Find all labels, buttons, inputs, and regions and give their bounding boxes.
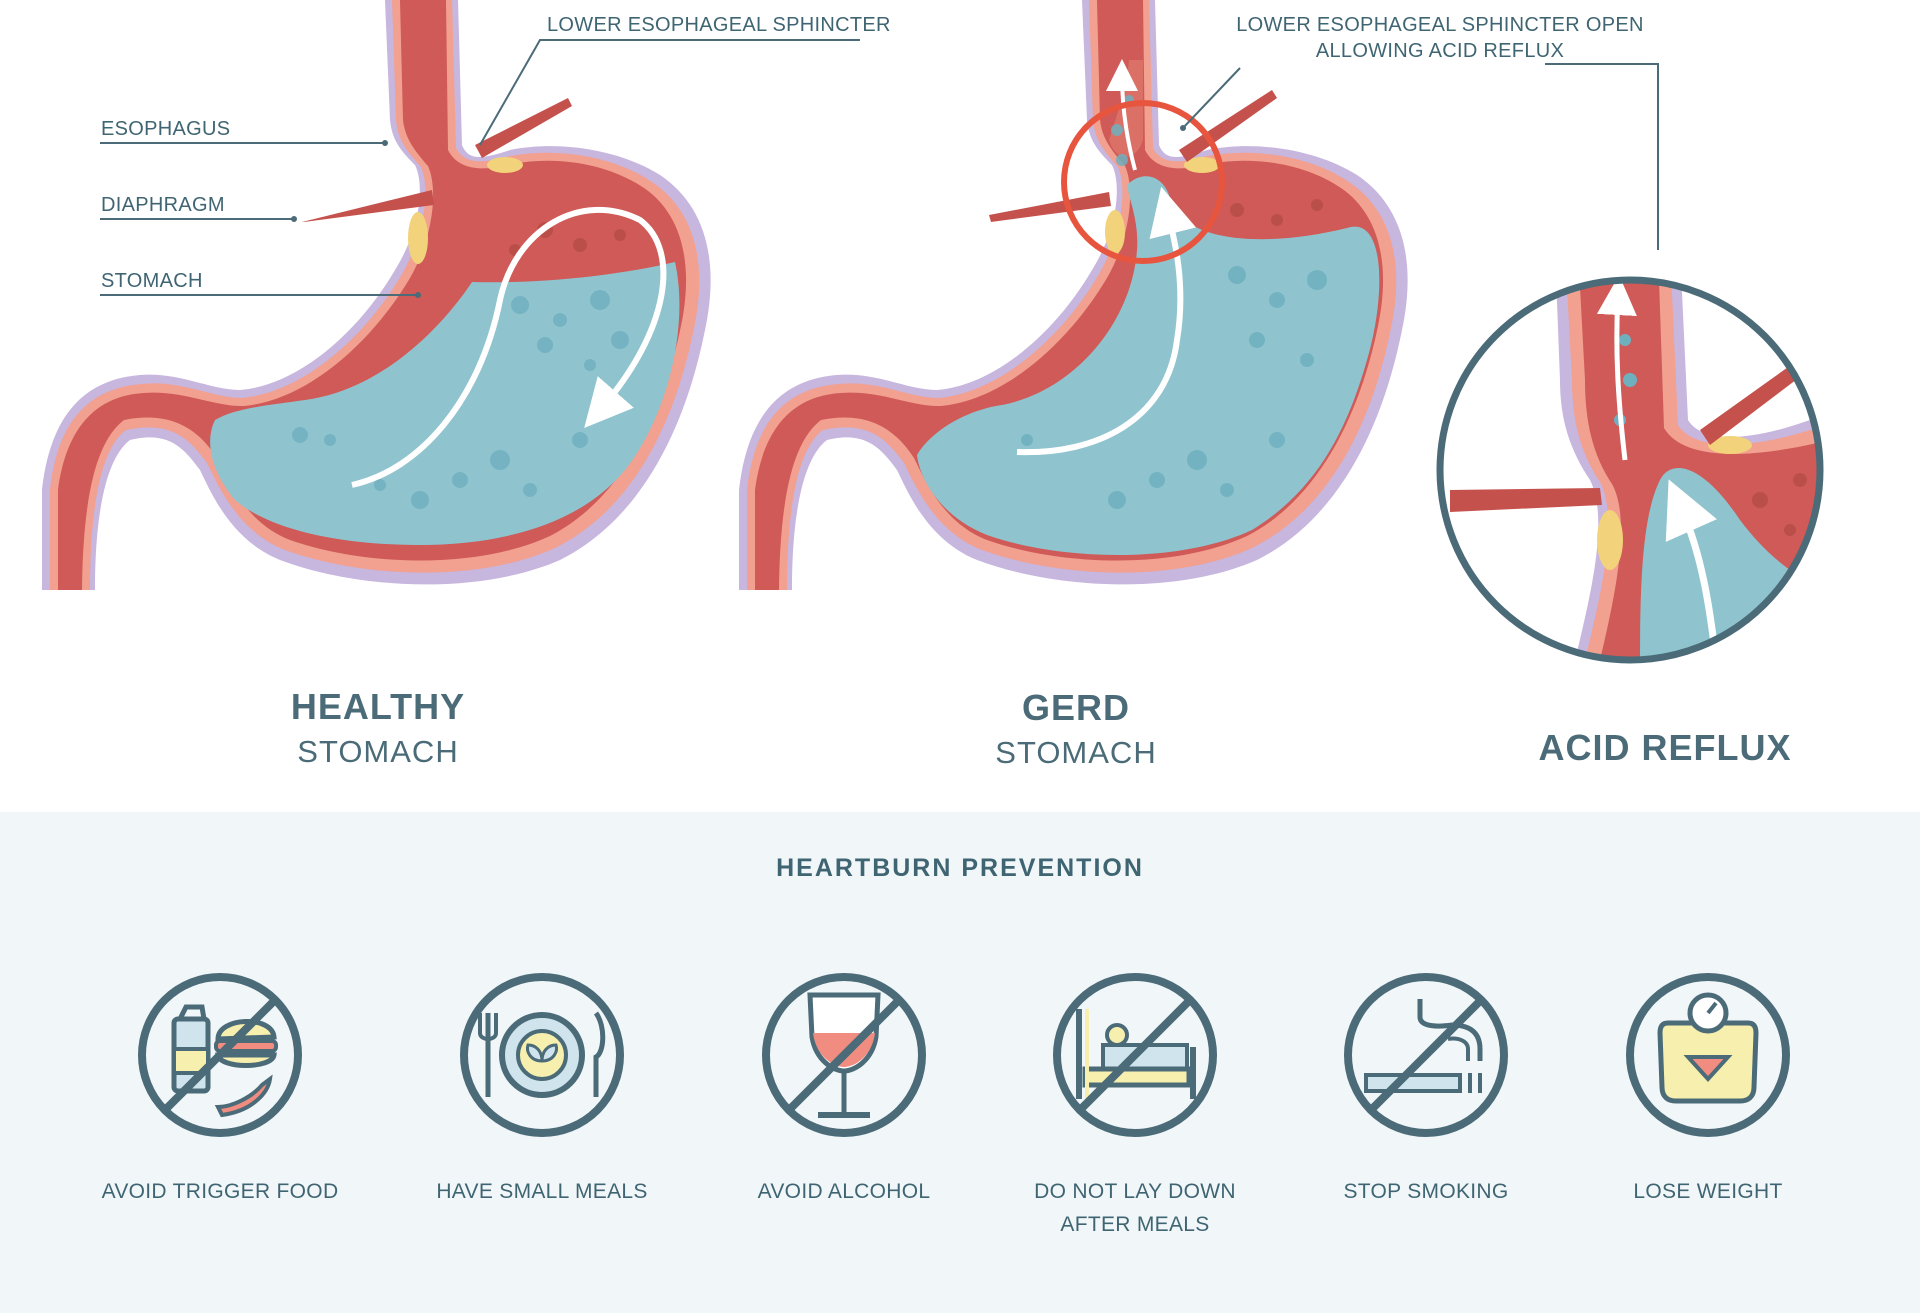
smoking-icon: [1344, 973, 1508, 1137]
tip-label-lay-down: DO NOT LAY DOWN AFTER MEALS: [995, 1175, 1275, 1241]
label-sphincter-open: LOWER ESOPHAGEAL SPHINCTER OPEN ALLOWING…: [1225, 12, 1655, 64]
tip-lose-weight: LOSE WEIGHT: [1568, 957, 1848, 1208]
label-lower-esophageal-sphincter: LOWER ESOPHAGEAL SPHINCTER: [547, 14, 891, 36]
healthy-stomach: [42, 0, 860, 590]
gerd-caption: GERD STOMACH: [916, 687, 1236, 771]
label-sphincter-open-line1: LOWER ESOPHAGEAL SPHINCTER OPEN: [1236, 14, 1644, 36]
gerd-stomach: [739, 0, 1408, 590]
tip-stop-smoking: STOP SMOKING: [1286, 957, 1566, 1208]
tip-label-small-meals: HAVE SMALL MEALS: [436, 1180, 648, 1203]
alcohol-icon: [762, 973, 926, 1137]
healthy-subtitle: STOMACH: [297, 734, 459, 769]
tip-label-trigger-food: AVOID TRIGGER FOOD: [101, 1180, 339, 1203]
tip-avoid-alcohol: AVOID ALCOHOL: [704, 957, 984, 1208]
tip-label-lay-down-line2: AFTER MEALS: [1060, 1213, 1210, 1236]
healthy-stomach-acid: [210, 262, 680, 545]
healthy-caption: HEALTHY STOMACH: [218, 686, 538, 770]
gerd-subtitle: STOMACH: [995, 735, 1157, 770]
tip-have-small-meals: HAVE SMALL MEALS: [402, 957, 682, 1208]
tip-do-not-lay-down: DO NOT LAY DOWN AFTER MEALS: [995, 957, 1275, 1241]
gerd-title: GERD: [1021, 687, 1130, 728]
acid-reflux-title: ACID REFLUX: [1538, 727, 1792, 768]
tip-label-alcohol: AVOID ALCOHOL: [757, 1180, 931, 1203]
bed-icon: [1053, 973, 1217, 1137]
label-sphincter-open-line2: ALLOWING ACID REFLUX: [1315, 40, 1565, 62]
sphincter-highlight-ring: [1061, 100, 1225, 264]
acid-reflux-zoom: [1436, 276, 1824, 664]
tip-label-lay-down-line1: DO NOT LAY DOWN: [1034, 1180, 1236, 1203]
label-diaphragm: DIAPHRAGM: [101, 194, 225, 216]
tip-avoid-trigger-food: AVOID TRIGGER FOOD: [80, 957, 360, 1208]
healthy-title: HEALTHY: [290, 686, 466, 727]
gerd-stomach-acid: [917, 176, 1380, 556]
scale-icon: [1626, 973, 1790, 1137]
tip-label-smoking: STOP SMOKING: [1343, 1180, 1509, 1203]
anatomy-illustration: [42, 0, 1824, 664]
prevention-title: HEARTBURN PREVENTION: [776, 854, 1144, 882]
trigger-food-icon: [138, 973, 302, 1137]
tip-label-weight: LOSE WEIGHT: [1633, 1180, 1783, 1203]
label-esophagus: ESOPHAGUS: [101, 118, 231, 140]
heartburn-prevention-panel: HEARTBURN PREVENTION AVOID TRIGGER FOOD: [0, 812, 1920, 1313]
label-stomach: STOMACH: [101, 270, 203, 292]
small-meals-icon: [460, 973, 624, 1137]
